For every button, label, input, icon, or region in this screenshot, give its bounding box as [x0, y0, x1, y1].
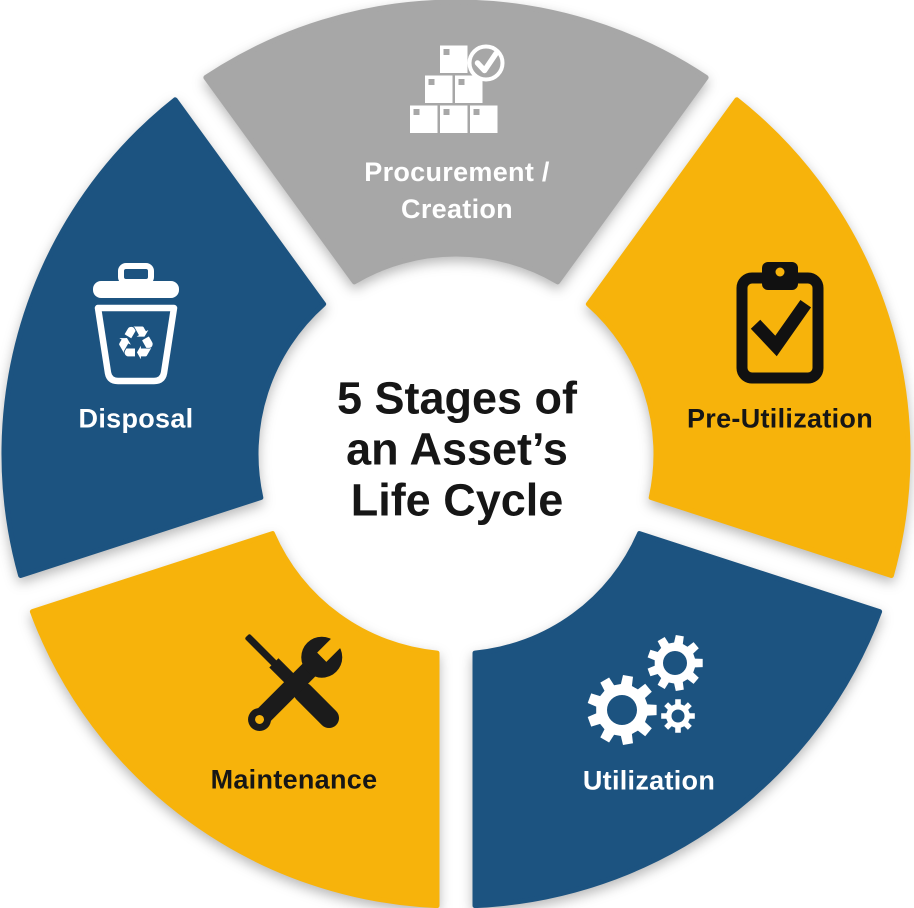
label-procurement-line2: Creation — [401, 194, 513, 224]
center-title-line3: Life Cycle — [350, 474, 564, 526]
recycle-symbol-icon: ♻ — [115, 316, 156, 370]
label-utilization: Utilization — [582, 765, 716, 796]
segment-maintenance — [29, 531, 440, 908]
center-title: 5 Stages of an Asset’s Life Cycle — [257, 373, 657, 526]
segment-procurement-creation — [203, 0, 709, 285]
gears-icon — [587, 635, 703, 745]
label-disposal: Disposal — [78, 403, 194, 434]
gear-small-icon — [661, 699, 695, 733]
label-procurement-line1: Procurement / — [364, 157, 550, 187]
trash-recycle-icon: ♻ — [93, 263, 179, 385]
segment-pre-utilization — [585, 97, 911, 578]
label-pre-utilization: Pre-Utilization — [686, 403, 874, 434]
label-maintenance: Maintenance — [210, 764, 378, 795]
center-title-line2: an Asset’s — [346, 423, 568, 475]
center-title-line1: 5 Stages of — [336, 372, 578, 424]
segment-utilization — [472, 531, 883, 908]
gear-medium-icon — [647, 635, 703, 691]
gear-large-icon — [587, 675, 657, 745]
segment-disposal — [1, 97, 327, 578]
label-procurement-creation: Procurement / Creation — [364, 154, 549, 228]
wrench-icon — [248, 631, 348, 731]
tools-icon — [245, 631, 348, 731]
clipboard-check-icon — [736, 262, 824, 384]
boxes-check-icon — [410, 44, 505, 133]
